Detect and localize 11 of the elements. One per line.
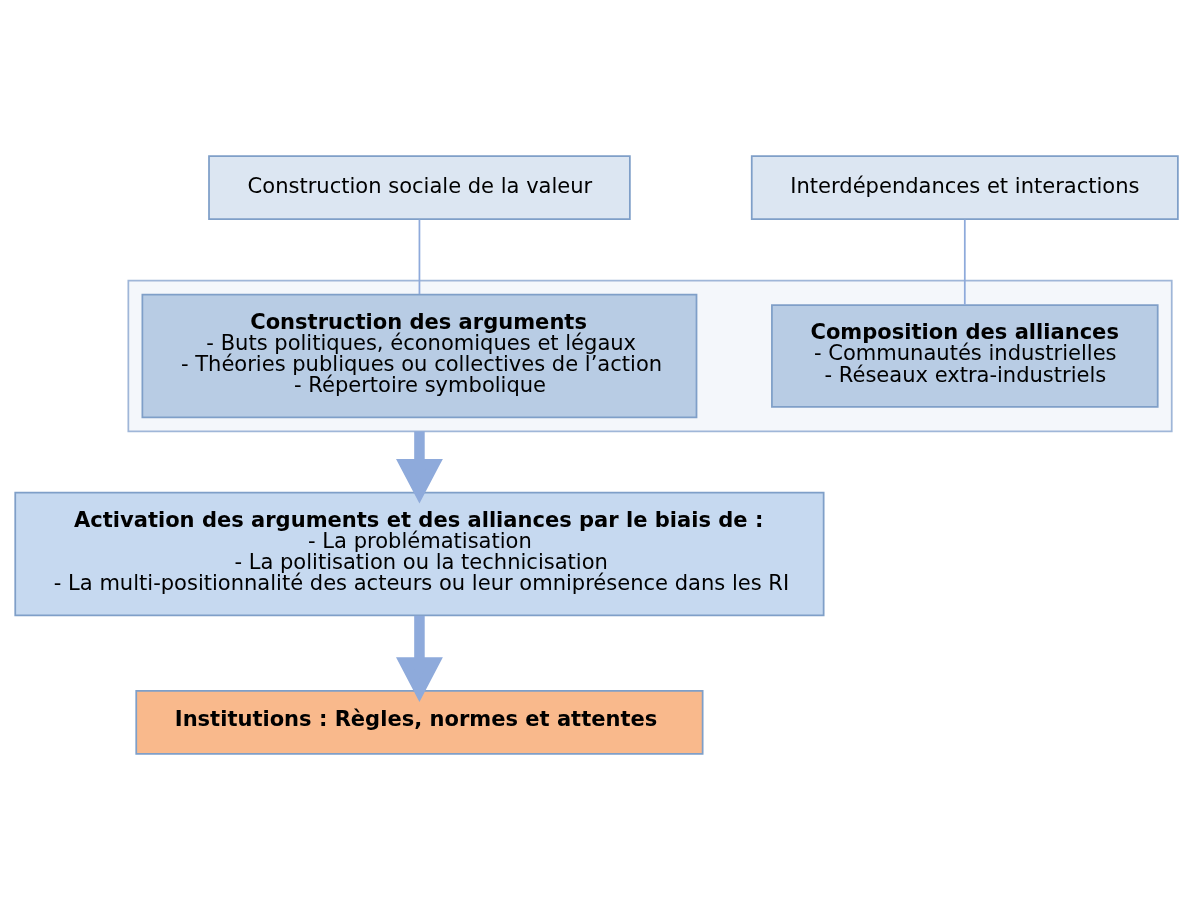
node-box: Construction des arguments - Buts politiques, économiques et légaux - Théories publiques ou collectives de l’action - Répertoire symbolique: [141, 293, 698, 419]
node-box: Activation des arguments et des alliances par le biais de : - La problématisation - La politisation ou la technicisation - La multi-positionnalité des acteurs ou leur omniprésence dans les RI: [14, 491, 825, 617]
node-box: Composition des alliances - Communautés industrielles - Réseaux extra-industriels: [771, 304, 1159, 408]
node-box: Interdépendances et interactions: [750, 155, 1179, 220]
connector: [418, 218, 421, 295]
node-box: Construction sociale de la valeur: [208, 155, 631, 220]
cluster: [127, 279, 1173, 433]
node-box: Institutions : Règles, normes et attentes: [135, 690, 704, 755]
arrow: [396, 431, 443, 504]
arrow: [396, 615, 443, 702]
connector: [963, 218, 966, 306]
